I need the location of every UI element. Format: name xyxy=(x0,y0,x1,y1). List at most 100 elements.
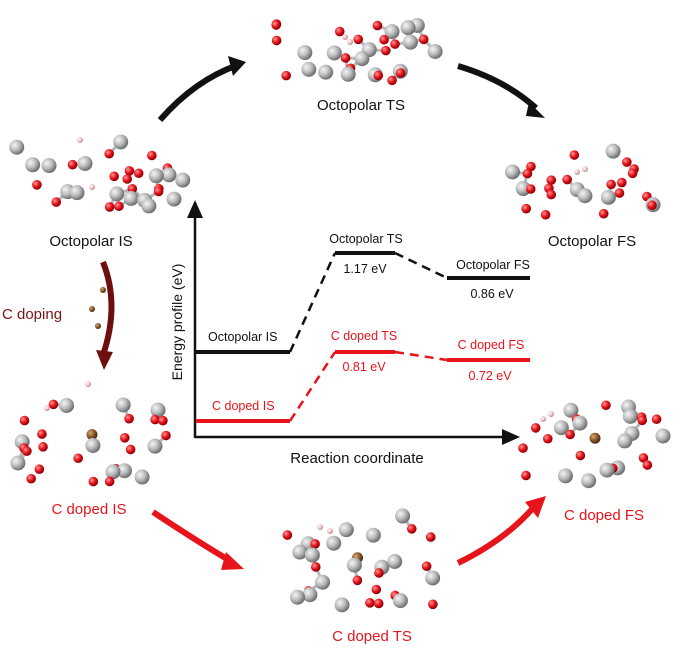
oxygen-atom xyxy=(352,575,363,586)
metal-atom xyxy=(334,597,350,613)
hydrogen-atom xyxy=(582,166,588,172)
metal-atom xyxy=(141,198,157,214)
structure-octopolar-is xyxy=(9,134,191,214)
oxygen-atom xyxy=(647,200,657,211)
oxygen-atom xyxy=(161,430,171,441)
oxygen-atom xyxy=(271,20,281,30)
structure-c-doped-ts xyxy=(282,508,441,613)
oxygen-atom xyxy=(124,166,135,176)
energy-value-c-doped-ts: 0.81 eV xyxy=(342,360,386,374)
oxygen-atom xyxy=(271,35,282,46)
carbon-atom xyxy=(86,429,98,441)
energy-label-octopolar-fs: Octopolar FS xyxy=(456,258,530,272)
label-c-doped-fs: C doped FS xyxy=(563,507,645,524)
oxygen-atom xyxy=(606,179,616,190)
metal-atom xyxy=(395,508,411,524)
hydrogen-atom xyxy=(85,381,91,387)
metal-atom xyxy=(572,415,588,431)
metal-atom xyxy=(134,469,150,485)
metal-atom xyxy=(69,185,85,201)
oxygen-atom xyxy=(546,189,557,200)
oxygen-atom xyxy=(34,464,45,475)
oxygen-atom xyxy=(387,75,397,86)
oxygen-atom xyxy=(150,414,160,425)
metal-atom xyxy=(384,24,400,40)
oxygen-atom xyxy=(374,568,384,578)
oxygen-atom xyxy=(418,34,429,45)
oxygen-atom xyxy=(158,415,168,426)
metal-atom xyxy=(290,589,306,605)
label-octopolar-fs: Octopolar FS xyxy=(547,233,637,250)
hydrogen-atom xyxy=(44,405,50,411)
arrow-is-to-ts xyxy=(157,62,239,122)
metal-atom xyxy=(617,433,633,449)
x-axis-arrowhead xyxy=(502,429,520,445)
metal-atom xyxy=(553,420,569,436)
metal-atom xyxy=(326,535,342,551)
oxygen-atom xyxy=(518,443,528,453)
oxygen-atom xyxy=(38,442,48,452)
oxygen-atom xyxy=(32,180,42,190)
structure-c-doped-fs xyxy=(518,399,671,489)
oxygen-atom xyxy=(575,450,586,461)
hydrogen-atom xyxy=(77,137,83,143)
oxygen-atom xyxy=(425,532,436,542)
oxygen-atom xyxy=(371,584,382,595)
oxygen-atom xyxy=(642,460,653,470)
metal-atom xyxy=(427,43,443,59)
metal-atom xyxy=(105,464,121,480)
oxygen-atom xyxy=(119,433,130,443)
y-axis-label: Energy profile (eV) xyxy=(169,264,185,381)
metal-atom xyxy=(581,473,597,489)
oxygen-atom xyxy=(617,177,627,188)
energy-label-c-doped-ts: C doped TS xyxy=(330,329,398,343)
oxygen-atom xyxy=(37,429,47,439)
oxygen-atom xyxy=(614,188,625,198)
oxygen-atom xyxy=(406,524,417,534)
metal-atom xyxy=(10,455,26,471)
metal-atom xyxy=(116,463,132,479)
label-octopolar-is: Octopolar IS xyxy=(49,233,133,250)
energy-label-c-doped-fs: C doped FS xyxy=(457,338,525,352)
oxygen-atom xyxy=(372,20,383,31)
energy-value-c-doped-fs: 0.72 eV xyxy=(468,369,512,383)
oxygen-atom xyxy=(104,476,115,487)
metal-atom xyxy=(402,34,418,50)
arrow-cts-to-cfs-head xyxy=(525,496,546,518)
energy-label-octopolar-ts: Octopolar TS xyxy=(329,232,403,246)
oxygen-atom xyxy=(114,201,124,212)
metal-atom xyxy=(346,557,362,573)
metal-atom xyxy=(392,593,408,609)
metal-atom xyxy=(515,181,531,197)
metal-atom xyxy=(600,189,616,205)
oxygen-atom xyxy=(353,34,364,45)
metal-atom xyxy=(147,438,163,454)
oxygen-atom xyxy=(311,562,321,572)
oxygen-atom xyxy=(26,473,36,484)
oxygen-atom xyxy=(638,453,649,463)
oxygen-atom xyxy=(334,26,345,37)
oxygen-atom xyxy=(19,415,30,426)
metal-atom xyxy=(340,66,356,82)
metal-atom xyxy=(425,570,441,586)
hydrogen-atom xyxy=(317,524,323,530)
oxygen-atom xyxy=(310,539,320,549)
metal-atom xyxy=(297,45,313,61)
hydrogen-atom xyxy=(574,169,580,175)
metal-atom xyxy=(115,397,131,413)
oxygen-atom xyxy=(365,598,375,608)
arrow-ts-to-fs xyxy=(457,63,539,111)
oxygen-atom xyxy=(521,203,531,214)
oxygen-atom xyxy=(598,208,609,219)
metal-atom xyxy=(318,64,334,80)
metal-atom xyxy=(315,574,331,590)
oxygen-atom xyxy=(381,45,391,56)
oxygen-atom xyxy=(395,68,406,78)
metal-atom xyxy=(622,408,638,424)
metal-atom xyxy=(292,544,308,560)
metal-atom xyxy=(354,51,370,67)
hydrogen-atom xyxy=(347,39,353,45)
oxygen-atom xyxy=(522,168,533,179)
metal-atom xyxy=(365,527,381,543)
